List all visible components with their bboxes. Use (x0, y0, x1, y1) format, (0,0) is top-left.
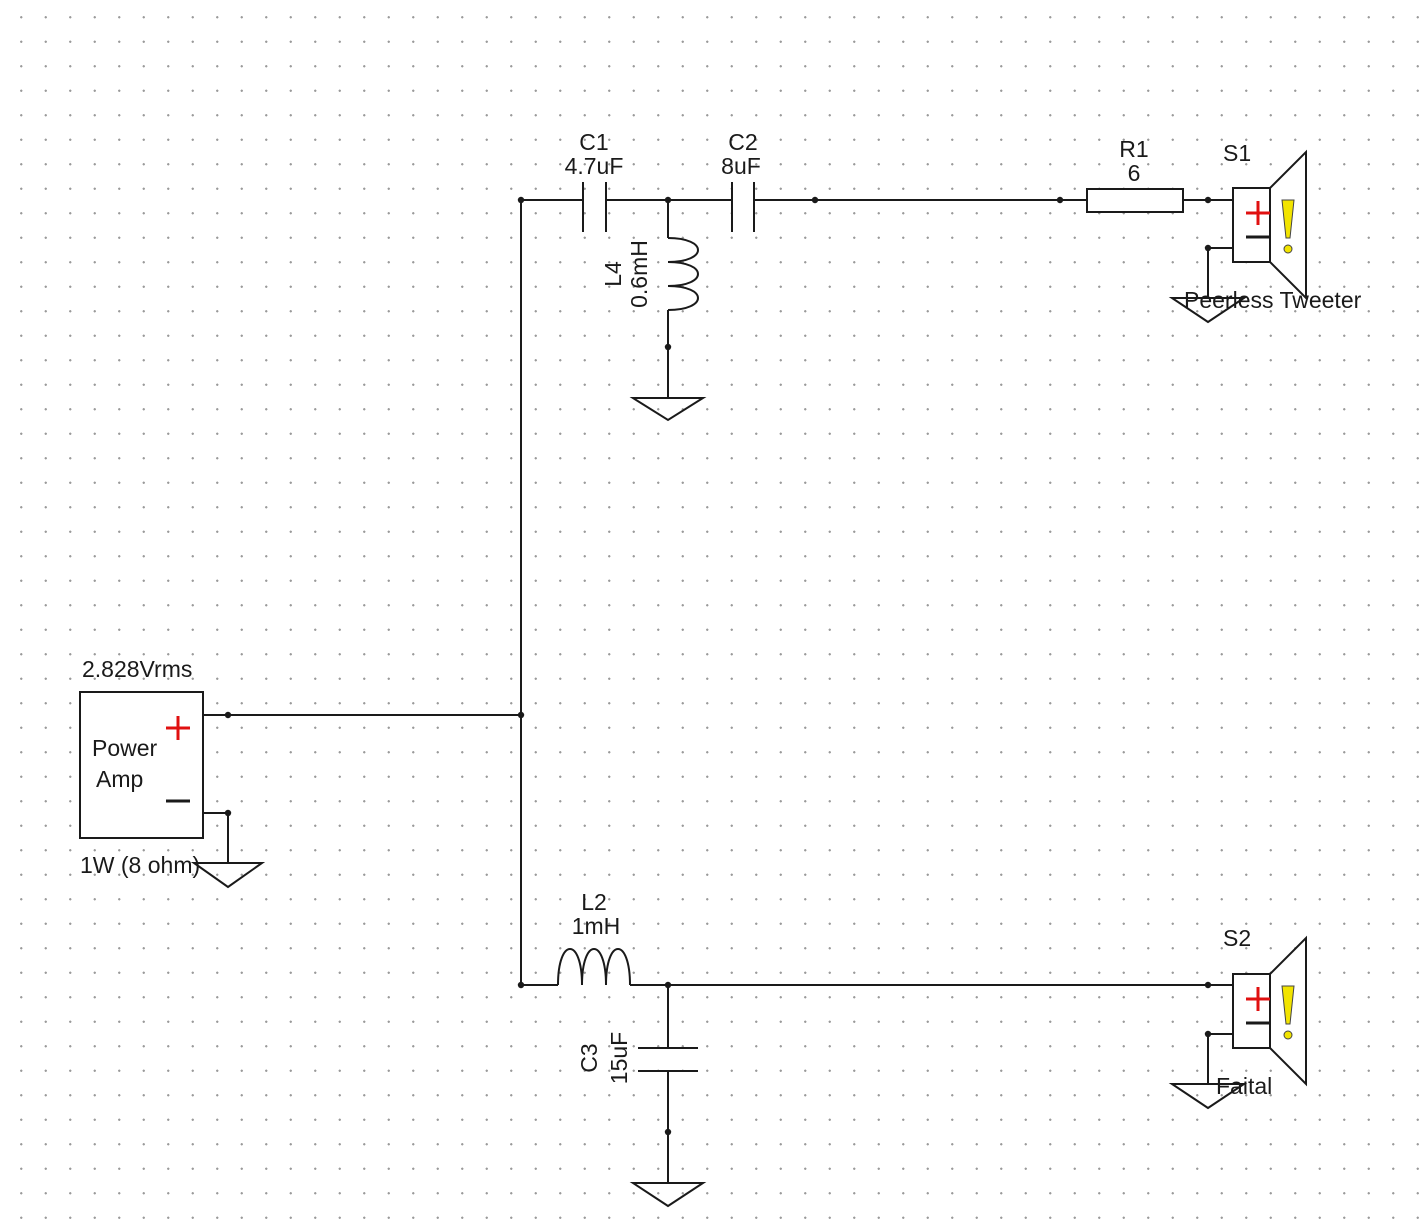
capacitor-c3-ref: C3 (576, 1043, 602, 1072)
node (224, 809, 232, 817)
resistor-r1-body[interactable] (1086, 188, 1184, 213)
capacitor-c2-value: 8uF (721, 153, 761, 179)
inductor-l2-value: 1mH (572, 913, 621, 939)
inductor-l2[interactable]: L2 1mH (557, 889, 631, 986)
ground-icon[interactable] (629, 397, 707, 422)
plus-icon (1246, 987, 1270, 1011)
speaker-s1-model: Peerless Tweeter (1184, 287, 1362, 313)
ground-icon[interactable] (629, 1182, 707, 1208)
speaker-s2[interactable]: S2 Faital (1216, 925, 1307, 1099)
speaker-s1-ref: S1 (1223, 140, 1251, 166)
warning-icon (1281, 985, 1295, 1040)
speaker-s1-body[interactable] (1232, 187, 1271, 263)
capacitor-c2-ref: C2 (728, 129, 757, 155)
plus-icon (166, 716, 190, 740)
speaker-s2-body[interactable] (1232, 973, 1271, 1049)
ground-icon[interactable] (190, 862, 266, 889)
inductor-l4[interactable]: L4 0.6mH (600, 237, 699, 311)
resistor-r1[interactable]: R1 6 (1086, 136, 1184, 213)
node (664, 196, 672, 204)
inductor-l4-coil (667, 237, 699, 311)
capacitor-c1-ref: C1 (579, 129, 608, 155)
capacitor-c1-value: 4.7uF (565, 153, 624, 179)
capacitor-c3-value: 15uF (606, 1032, 632, 1084)
power-amp-body[interactable] (79, 691, 204, 839)
junctions (224, 196, 1212, 1136)
wires (203, 199, 1233, 1183)
node (664, 343, 672, 351)
speaker-s1[interactable]: S1 Peerless Tweeter (1184, 140, 1362, 313)
ground-icon[interactable] (1168, 297, 1248, 324)
plus-icon (1246, 201, 1270, 225)
warning-icon (1281, 199, 1295, 254)
node (1056, 196, 1064, 204)
power-amp-voltage: 2.828Vrms (82, 656, 192, 682)
node (1204, 981, 1212, 989)
speaker-s2-model: Faital (1216, 1073, 1272, 1099)
inductor-l4-ref: L4 (600, 261, 626, 287)
power-amp-power: 1W (8 ohm) (80, 852, 200, 878)
node (224, 711, 232, 719)
node (517, 711, 525, 719)
node (1204, 1030, 1212, 1038)
node (517, 196, 525, 204)
power-amp-label-line1: Power (92, 735, 158, 761)
wire-amp-ground[interactable] (203, 812, 229, 863)
node (664, 981, 672, 989)
resistor-r1-value: 6 (1128, 160, 1141, 186)
grounds (190, 297, 1248, 1208)
inductor-l4-value: 0.6mH (626, 240, 652, 308)
capacitor-c1[interactable]: C1 4.7uF (565, 129, 624, 232)
inductor-l2-coil (557, 948, 631, 986)
inductor-l2-ref: L2 (581, 889, 607, 915)
node (1204, 196, 1212, 204)
speaker-s2-ref: S2 (1223, 925, 1251, 951)
power-amp[interactable]: Power Amp 2.828Vrms 1W (8 ohm) (79, 656, 204, 878)
node (1204, 244, 1212, 252)
ground-icon[interactable] (1168, 1083, 1248, 1110)
capacitor-c3[interactable]: C3 15uF (576, 1032, 698, 1084)
capacitor-c2[interactable]: C2 8uF (721, 129, 761, 232)
resistor-r1-ref: R1 (1119, 136, 1148, 162)
power-amp-label-line2: Amp (96, 766, 143, 792)
node (664, 1128, 672, 1136)
node (811, 196, 819, 204)
node (517, 981, 525, 989)
